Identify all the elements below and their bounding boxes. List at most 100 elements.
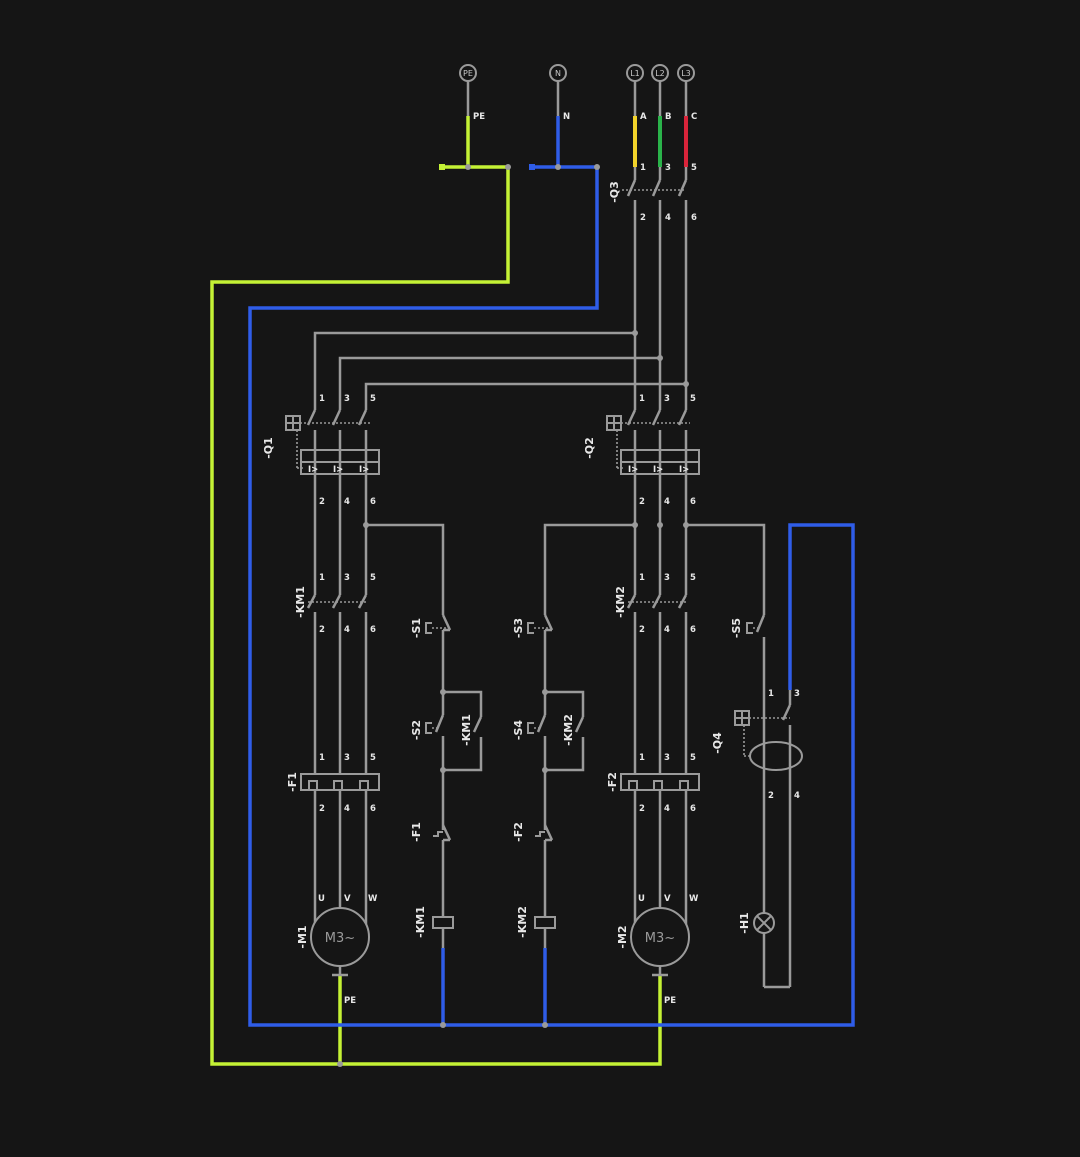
label-h1: -H1 [738, 912, 751, 933]
svg-text:6: 6 [370, 497, 376, 507]
terminal-n-label: N [555, 69, 561, 78]
label-s2: -S2 [410, 720, 423, 740]
svg-text:I>: I> [308, 465, 318, 475]
label-q4: -Q4 [711, 732, 724, 754]
terminal-pe-label: PE [463, 69, 473, 78]
svg-text:4: 4 [664, 625, 670, 635]
motor-branch-2: I> I> I> 1 3 5 2 4 6 -Q2 1 3 5 2 4 6 -KM… [583, 394, 700, 1006]
label-km2-aux: -KM2 [562, 714, 575, 746]
svg-text:U: U [318, 894, 325, 904]
svg-text:2: 2 [639, 625, 645, 635]
svg-text:2: 2 [319, 497, 325, 507]
terminal-l3-circle [677, 64, 695, 82]
svg-text:V: V [664, 894, 671, 904]
motor-m1-text: M3~ [325, 931, 355, 946]
svg-text:4: 4 [794, 791, 800, 801]
svg-text:W: W [368, 894, 378, 904]
svg-text:3: 3 [794, 689, 800, 699]
svg-text:6: 6 [691, 213, 697, 223]
svg-text:I>: I> [628, 465, 638, 475]
motor-m2-text: M3~ [645, 931, 675, 946]
label-km1-main: -KM1 [294, 586, 307, 618]
label-f2-aux: -F2 [512, 822, 525, 842]
svg-text:5: 5 [370, 753, 376, 763]
wire-label-a: A [640, 112, 647, 122]
svg-text:3: 3 [664, 394, 670, 404]
control-circuit-1: -S1 -S2 -KM1 -F1 -KM1 [363, 522, 483, 948]
svg-text:I>: I> [333, 465, 343, 475]
svg-text:V: V [344, 894, 351, 904]
svg-text:4: 4 [665, 213, 671, 223]
svg-text:2: 2 [768, 791, 774, 801]
label-km1-coil: -KM1 [414, 906, 427, 938]
km1-coil [432, 916, 454, 929]
wire-label-pe: PE [473, 112, 485, 122]
label-q1: -Q1 [262, 437, 275, 459]
svg-text:1: 1 [768, 689, 774, 699]
svg-text:4: 4 [664, 497, 670, 507]
main-switch-q3: 1 3 5 2 4 6 -Q3 [608, 163, 697, 394]
wire-label-b: B [665, 112, 671, 122]
svg-text:2: 2 [639, 497, 645, 507]
lamp-circuit: -S5 1 3 2 4 -Q4 -H1 [683, 522, 803, 989]
label-km1-aux: -KM1 [460, 714, 473, 746]
label-m2: -M2 [616, 925, 629, 948]
label-f1-main: -F1 [286, 772, 299, 792]
label-s3: -S3 [512, 618, 525, 638]
svg-text:1: 1 [319, 753, 325, 763]
control-circuit-2: -S3 -S4 -KM2 -F2 -KM2 [512, 522, 638, 948]
terminal-l1-circle [626, 64, 644, 82]
motor-branch-1: I> I> I> 1 3 5 2 4 6 -Q1 1 3 5 2 4 6 -KM… [262, 394, 380, 1006]
svg-text:2: 2 [319, 625, 325, 635]
svg-text:1: 1 [319, 394, 325, 404]
wire-label-n: N [563, 112, 570, 122]
svg-text:I>: I> [359, 465, 369, 475]
phase-wires [633, 116, 688, 167]
svg-text:5: 5 [690, 573, 696, 583]
svg-text:U: U [638, 894, 645, 904]
terminal-l2-label: L2 [655, 69, 665, 78]
svg-text:3: 3 [665, 163, 671, 173]
label-m1: -M1 [296, 925, 309, 948]
svg-text:6: 6 [690, 804, 696, 814]
svg-text:6: 6 [370, 625, 376, 635]
svg-text:I>: I> [679, 465, 689, 475]
wire-label-c: C [691, 112, 697, 122]
km2-coil [534, 916, 556, 929]
label-km2-main: -KM2 [614, 586, 627, 618]
svg-text:3: 3 [344, 573, 350, 583]
svg-text:6: 6 [690, 625, 696, 635]
svg-text:1: 1 [639, 394, 645, 404]
label-q3: -Q3 [608, 181, 621, 203]
svg-text:2: 2 [319, 804, 325, 814]
svg-text:3: 3 [664, 573, 670, 583]
neutral-conductor [248, 116, 855, 1028]
svg-text:4: 4 [344, 804, 350, 814]
svg-text:6: 6 [690, 497, 696, 507]
svg-text:5: 5 [690, 753, 696, 763]
svg-text:W: W [689, 894, 699, 904]
svg-text:2: 2 [639, 804, 645, 814]
svg-text:1: 1 [319, 573, 325, 583]
source-terminals: PE N L1 L2 L3 PE N A B C [459, 64, 697, 122]
terminal-l3-label: L3 [681, 69, 691, 78]
label-q2: -Q2 [583, 437, 596, 459]
svg-text:2: 2 [640, 213, 646, 223]
label-f1-aux: -F1 [410, 822, 423, 842]
svg-text:4: 4 [664, 804, 670, 814]
svg-text:4: 4 [344, 497, 350, 507]
label-s4: -S4 [512, 720, 525, 740]
svg-text:3: 3 [344, 394, 350, 404]
svg-text:5: 5 [370, 573, 376, 583]
svg-text:3: 3 [664, 753, 670, 763]
svg-text:3: 3 [344, 753, 350, 763]
svg-text:5: 5 [690, 394, 696, 404]
svg-text:I>: I> [653, 465, 663, 475]
svg-text:5: 5 [691, 163, 697, 173]
label-s5: -S5 [730, 618, 743, 638]
terminal-l2-circle [651, 64, 669, 82]
label-km2-coil: -KM2 [516, 906, 529, 938]
distribution-bus [313, 330, 689, 394]
svg-text:1: 1 [639, 753, 645, 763]
